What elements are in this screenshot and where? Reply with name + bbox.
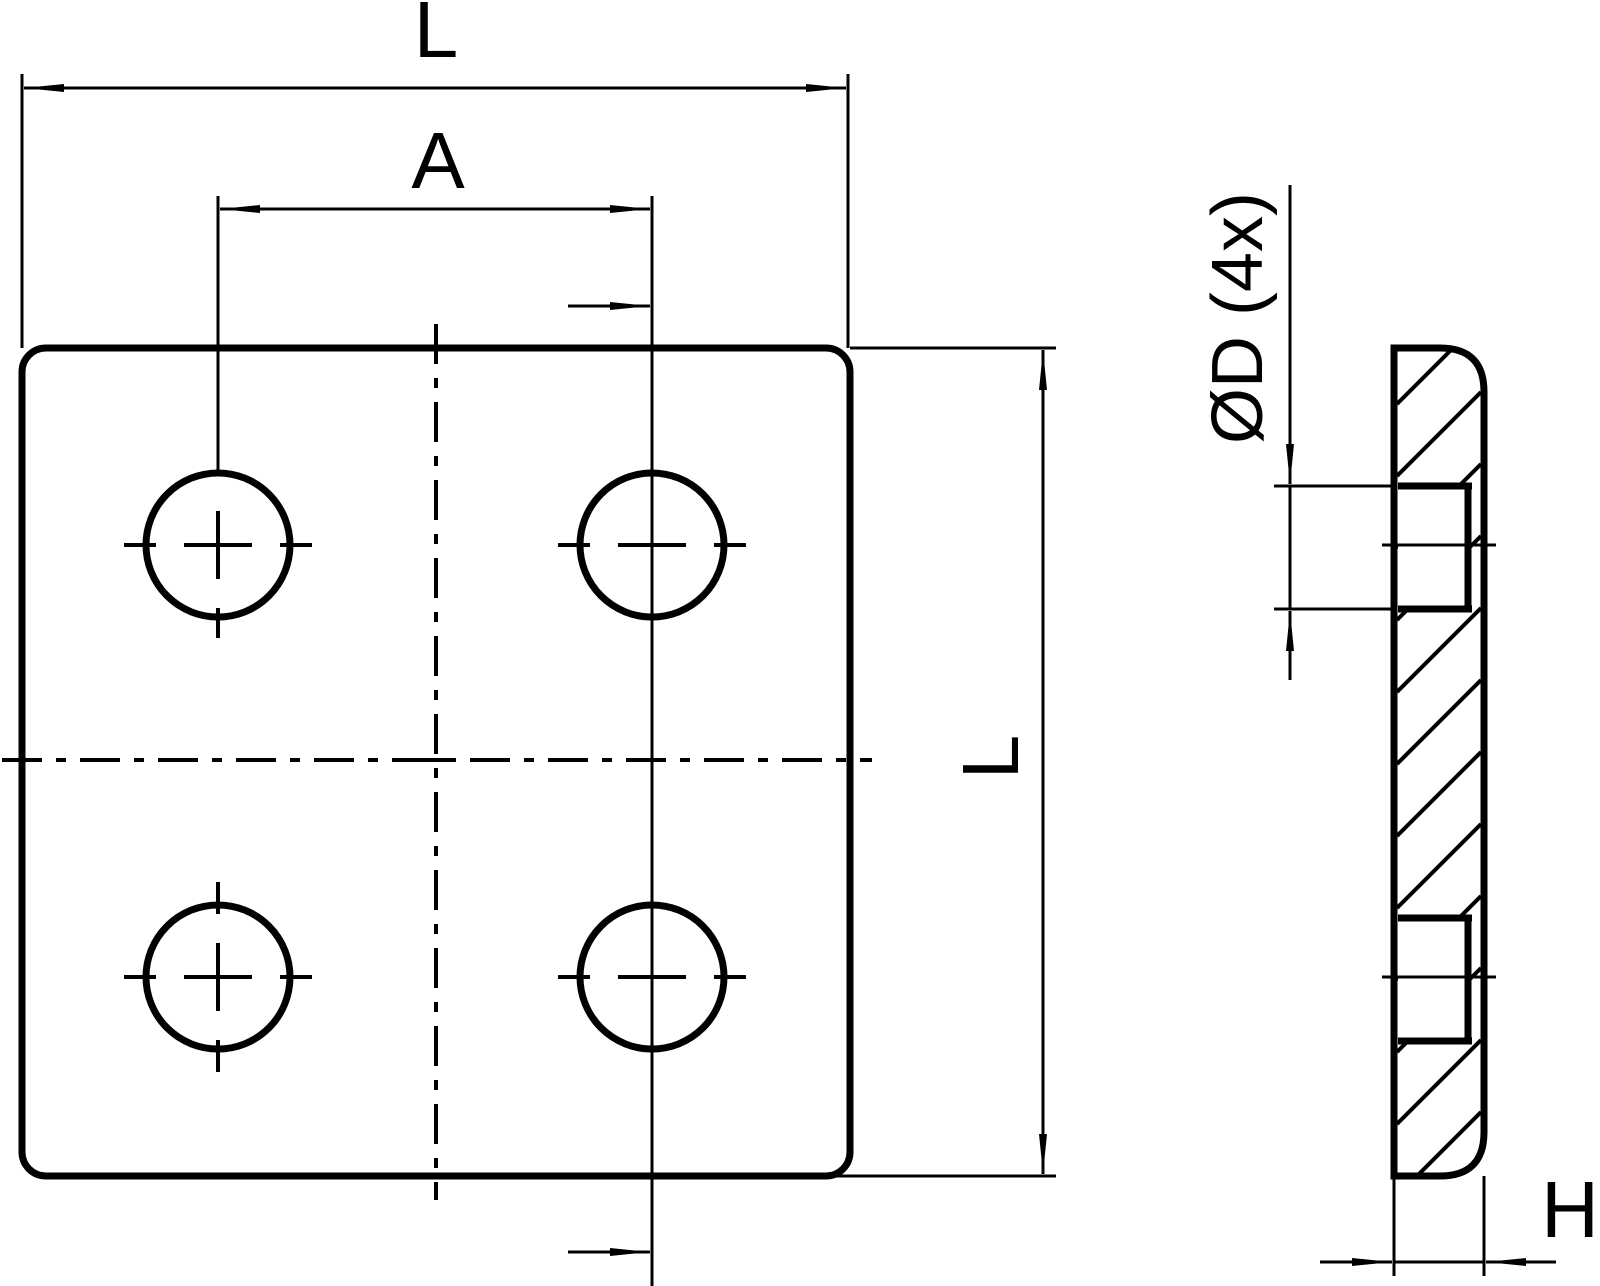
hole-bottom-left: [124, 882, 312, 1072]
hatch-line: [1397, 750, 1481, 838]
hatch-line: [1397, 350, 1454, 406]
section-hole-bottom: [1398, 916, 1468, 1042]
section-view: [1274, 185, 1556, 1276]
hole-bottom-right: [558, 901, 746, 1053]
hole-top-left: [124, 469, 312, 638]
section-hole-top: [1398, 484, 1468, 610]
section-hatching: [1397, 350, 1481, 1268]
hatch-line: [1412, 1110, 1481, 1178]
hatch-line: [1397, 606, 1481, 694]
section-outline: [1390, 344, 1488, 1180]
label-a: A: [411, 116, 465, 205]
label-h: H: [1541, 1165, 1599, 1254]
hatch-line: [1397, 390, 1481, 478]
label-l-top: L: [414, 0, 459, 74]
hatch-line: [1397, 822, 1481, 910]
hatch-line: [1397, 1038, 1481, 1126]
hatch-lines: [1397, 350, 1481, 1268]
label-l-side: L: [946, 735, 1035, 780]
hatch-line: [1397, 678, 1481, 766]
hatch-line: [1397, 1184, 1481, 1268]
label-hole-diameter: ØD (4x): [1198, 192, 1278, 444]
front-view: [2, 74, 1056, 1286]
hole-top-right: [558, 469, 746, 621]
